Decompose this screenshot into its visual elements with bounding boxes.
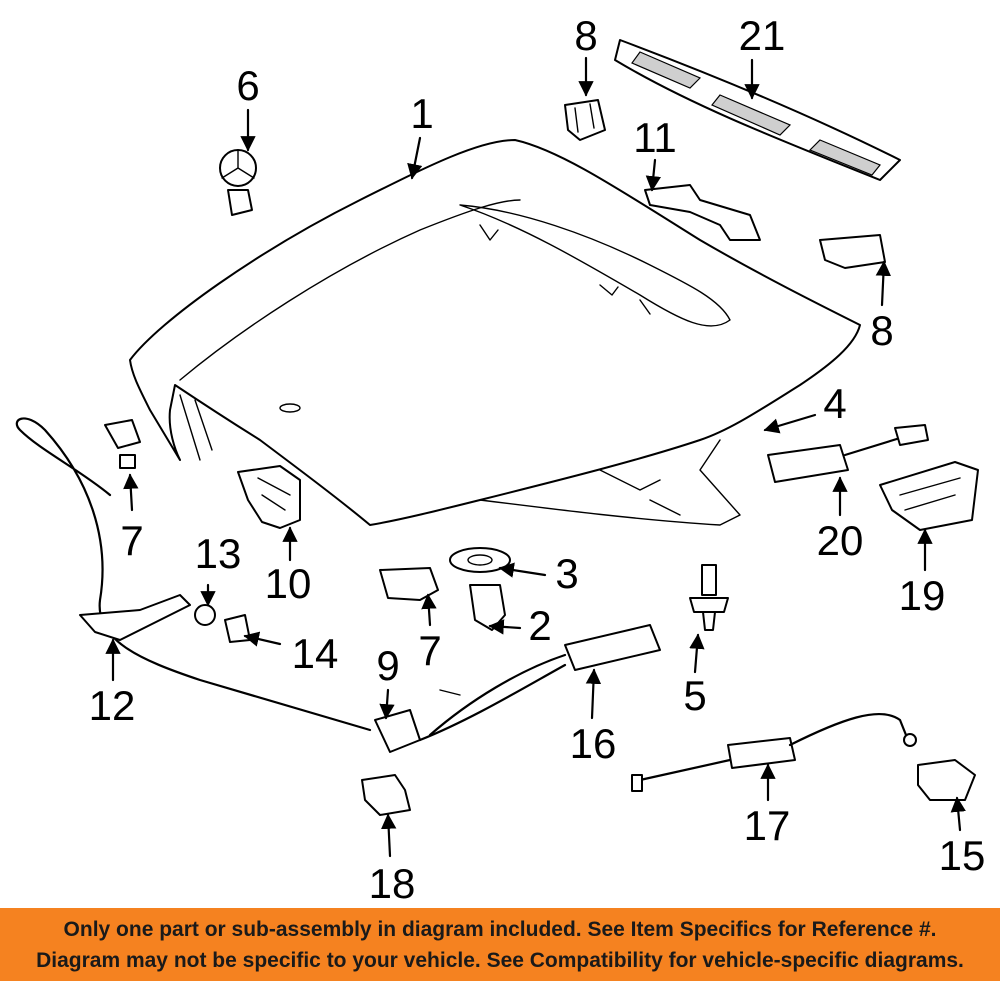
callout-11: 11 — [633, 114, 677, 161]
callout-13: 13 — [195, 530, 242, 577]
hood-nut — [194, 604, 216, 626]
callout-12: 12 — [89, 682, 136, 729]
hood-star-emblem — [219, 149, 257, 216]
hood-hinge — [879, 461, 979, 531]
callout-5: 5 — [683, 672, 706, 719]
hood-grommet — [449, 547, 511, 573]
disclaimer-line-2: Diagram may not be specific to your vehi… — [36, 948, 964, 972]
callout-19: 19 — [899, 572, 946, 619]
hood-lock — [237, 465, 301, 529]
hood-parts-diagram: 1 2 3 4 5 6 7 7 8 8 9 10 11 12 13 14 15 … — [15, 12, 986, 907]
hood-stop-bolt — [689, 564, 729, 631]
hood-latch — [917, 759, 976, 801]
release-handle — [79, 594, 191, 641]
callout-8-top: 8 — [574, 12, 597, 59]
hood-bracket-upper — [564, 99, 606, 141]
callout-3: 3 — [555, 550, 578, 597]
disclaimer-banner: Only one part or sub-assembly in diagram… — [0, 908, 1000, 981]
hood-bolt — [224, 614, 251, 643]
hood-panel — [129, 139, 861, 526]
hood-bumper — [469, 584, 506, 631]
callout-16: 16 — [570, 720, 617, 767]
release-cable-left — [15, 417, 372, 732]
callout-6: 6 — [236, 62, 259, 109]
callout-20: 20 — [817, 517, 864, 564]
cable-clip — [379, 567, 439, 601]
hood-trim-grille — [614, 39, 901, 181]
callout-10: 10 — [265, 560, 312, 607]
cable-end-clip — [374, 709, 421, 753]
callout-2: 2 — [528, 602, 551, 649]
hood-gas-strut — [767, 424, 929, 483]
callout-9: 9 — [376, 642, 399, 689]
callout-17: 17 — [744, 802, 791, 849]
callout-7-left: 7 — [120, 517, 143, 564]
hood-hinge-strut — [644, 184, 761, 241]
callout-4: 4 — [823, 380, 846, 427]
hood-bracket-right — [819, 234, 886, 269]
callout-1: 1 — [410, 90, 433, 137]
callout-8-right: 8 — [870, 307, 893, 354]
callout-21: 21 — [739, 12, 786, 59]
callout-labels: 1 2 3 4 5 6 7 7 8 8 9 10 11 12 13 14 15 … — [89, 12, 986, 907]
release-cable-box — [418, 624, 661, 742]
cable-mount-clip — [361, 774, 411, 816]
release-cable-secondary — [631, 712, 917, 792]
callout-7-middle: 7 — [418, 627, 441, 674]
callout-18: 18 — [369, 860, 416, 907]
leader-lines — [105, 56, 966, 858]
callout-14: 14 — [292, 630, 339, 677]
disclaimer-line-1: Only one part or sub-assembly in diagram… — [63, 917, 937, 941]
callout-15: 15 — [939, 832, 986, 879]
